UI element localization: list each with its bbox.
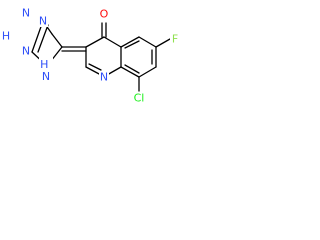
bond-c5-c6 [138,36,157,48]
atom-label-tetrazole-hn-n: N [42,70,50,83]
atom-label-fluorine: F [172,33,178,46]
bond-c3-c4 [85,36,105,48]
bond-c6-f [155,38,171,48]
atom-label-tetrazole-n1: N [22,7,30,20]
atom-label-oxygen: O [100,8,109,21]
atom-labels: N N H N H N O F N Cl [2,7,180,105]
bond-c8a-n1 [106,66,122,76]
atom-label-tetrazole-hn: H N [40,58,52,83]
bond-c7-c8 [138,66,157,78]
bond-tetrazole-2 [51,33,63,48]
bond-c4a-c5 [120,36,140,48]
bond-tetrazole-double [37,24,49,53]
bond-n1-c2 [85,66,102,76]
atom-label-tetrazole-n2: N [39,15,47,28]
atom-label-tetrazole-h: H [2,30,10,43]
atom-label-tetrazole-hn-h: H [40,58,48,71]
bond-c4-c4a [103,36,122,48]
atom-label-tetrazole-n4: N [22,45,30,58]
bond-n1-c2-double [88,63,102,71]
atom-label-ring-nitrogen: N [100,71,108,84]
bond-c8-c8a-inner [124,64,140,74]
chemical-structure-diagram: N N H N H N O F N Cl [2,7,180,105]
bond-c4a-c5-inner [124,40,140,49]
atom-label-chlorine: Cl [134,92,145,105]
bonds [31,20,171,92]
bond-c8-c8a [120,66,140,78]
